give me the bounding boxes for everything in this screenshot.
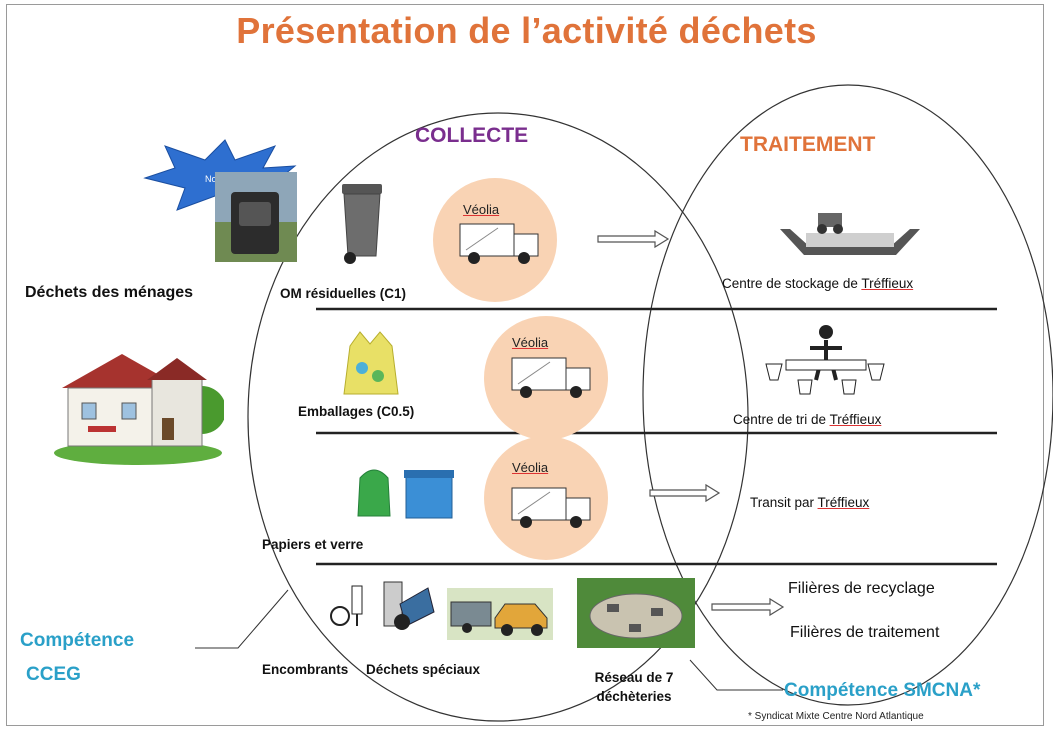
landfill-icon xyxy=(780,213,920,255)
yellow-bag-icon xyxy=(343,331,399,395)
page-title: Présentation de l’activité déchets xyxy=(236,10,817,51)
arrow-row3 xyxy=(649,483,721,503)
competence-smcna: Compétence SMCNA* xyxy=(784,680,981,701)
garbage-truck-icon xyxy=(511,357,591,398)
row2-collect-label: Emballages (C0.5) xyxy=(298,404,415,419)
smcna-connector xyxy=(689,659,783,691)
bin-icon xyxy=(342,184,382,264)
dechets-speciaux-label: Déchets spéciaux xyxy=(366,662,481,677)
competence-ccEG-line2: CCEG xyxy=(26,664,81,685)
garbage-truck-icon xyxy=(511,487,591,528)
slide-frame xyxy=(6,4,1044,726)
collecte-heading: COLLECTE xyxy=(415,124,529,147)
households-label: Déchets des ménages xyxy=(25,284,194,301)
row1-destination: Centre de stockage de Tréffieux xyxy=(722,276,914,291)
sorting-center-icon xyxy=(765,325,885,395)
row2-operator: Véolia xyxy=(512,335,549,350)
filiere-recyclage-label: Filières de recyclage xyxy=(788,580,935,597)
traitement-heading: TRAITEMENT xyxy=(740,133,876,156)
special-waste-items-icon xyxy=(330,585,363,626)
competence-ccEG-line1: Compétence xyxy=(20,630,135,651)
bottle-and-paper-bin-icon xyxy=(357,469,454,519)
ccEG-connector xyxy=(195,589,289,649)
filiere-traitement-label: Filières de traitement xyxy=(790,624,940,641)
smcna-footnote: * Syndicat Mixte Centre Nord Atlantique xyxy=(748,711,924,722)
row3-operator: Véolia xyxy=(512,460,549,475)
arrow-row1 xyxy=(597,229,670,249)
garbage-truck-icon xyxy=(459,223,539,264)
car-with-trailer-icon xyxy=(447,588,553,640)
traitement-ellipse xyxy=(642,84,1053,706)
encombrants-label: Encombrants xyxy=(262,662,349,677)
house-icon xyxy=(54,354,224,465)
row1-collect-label: OM résiduelles (C1) xyxy=(280,286,407,301)
row1-operator: Véolia xyxy=(463,202,500,217)
appliance-icon xyxy=(383,581,435,630)
composter-photo-icon xyxy=(215,172,297,262)
arrow-bottom xyxy=(711,597,785,617)
row2-destination: Centre de tri de Tréffieux xyxy=(733,412,882,427)
collecte-ellipse xyxy=(247,112,749,722)
reseau-label: Réseau de 7 déchèteries xyxy=(594,670,674,704)
recycling-center-network-icon xyxy=(577,578,695,648)
row3-collect-label: Papiers et verre xyxy=(262,537,364,552)
row3-destination: Transit par Tréffieux xyxy=(750,495,870,510)
